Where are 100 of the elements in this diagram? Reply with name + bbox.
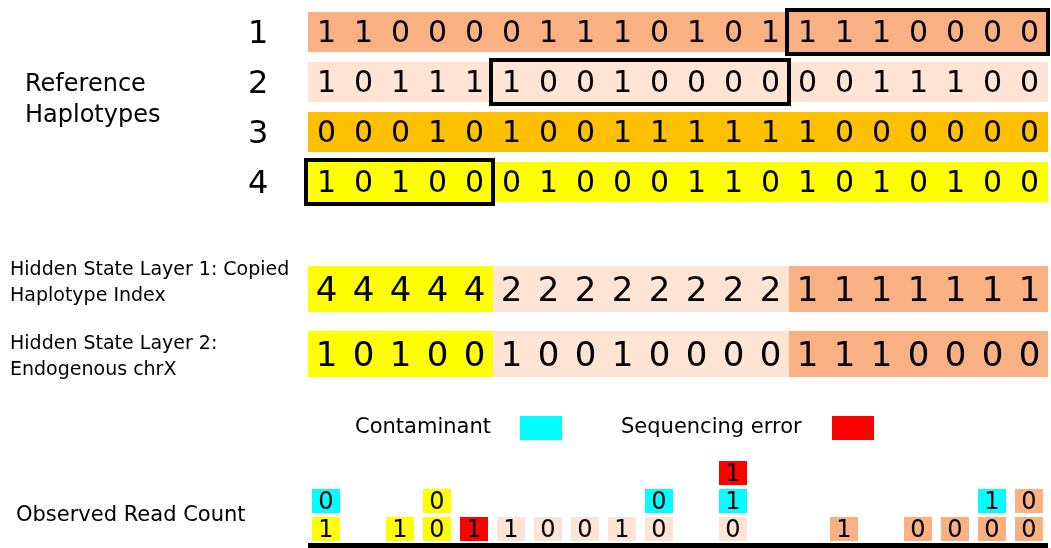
allele-cell: 1	[937, 162, 974, 202]
allele-cell: 1	[863, 162, 900, 202]
allele-cell: 0	[974, 62, 1011, 102]
haplotype-number: 4	[248, 166, 269, 198]
state-cell: 1	[308, 331, 345, 377]
read-allele-cell: 0	[1015, 517, 1043, 541]
allele-cell: 0	[678, 62, 715, 102]
state-cell: 0	[678, 331, 715, 377]
legend-label: Contaminant	[355, 416, 491, 437]
allele-cell: 0	[863, 112, 900, 152]
state-cell: 2	[530, 266, 567, 312]
allele-cell: 1	[715, 162, 752, 202]
state-cell: 4	[345, 266, 382, 312]
state-cell: 1	[863, 266, 900, 312]
allele-cell: 0	[900, 112, 937, 152]
read-allele-cell: 0	[978, 517, 1006, 541]
state-cell: 1	[382, 331, 419, 377]
haplotype-number: 2	[248, 66, 269, 98]
read-allele-cell: 0	[312, 489, 340, 513]
state-cell: 2	[641, 266, 678, 312]
allele-cell: 1	[826, 12, 863, 52]
row-heading: Hidden State Layer 1: Copied Haplotype Index	[10, 256, 291, 307]
allele-cell: 0	[345, 62, 382, 102]
allele-cell: 1	[678, 112, 715, 152]
allele-cell: 0	[419, 162, 456, 202]
allele-cell: 1	[678, 12, 715, 52]
allele-cell: 1	[419, 62, 456, 102]
allele-cell: 1	[789, 162, 826, 202]
allele-cell: 1	[493, 112, 530, 152]
state-cell: 2	[493, 266, 530, 312]
allele-cell: 1	[863, 62, 900, 102]
allele-cell: 0	[715, 62, 752, 102]
state-cell: 0	[974, 331, 1011, 377]
state-cell: 0	[715, 331, 752, 377]
allele-cell: 0	[567, 162, 604, 202]
allele-cell: 1	[715, 112, 752, 152]
allele-cell: 0	[752, 162, 789, 202]
legend-label: Sequencing error	[621, 416, 802, 437]
state-cell: 0	[567, 331, 604, 377]
allele-cell: 0	[1011, 112, 1048, 152]
state-cell: 0	[937, 331, 974, 377]
state-cell: 4	[308, 266, 345, 312]
read-allele-cell: 0	[423, 489, 451, 513]
allele-cell: 1	[937, 62, 974, 102]
state-cell: 0	[900, 331, 937, 377]
allele-cell: 0	[456, 12, 493, 52]
state-cell: 1	[493, 331, 530, 377]
allele-cell: 0	[345, 162, 382, 202]
read-allele-cell: 0	[423, 517, 451, 541]
state-cell: 4	[382, 266, 419, 312]
state-cell: 4	[456, 266, 493, 312]
read-allele-cell: 0	[904, 517, 932, 541]
allele-cell: 1	[530, 12, 567, 52]
allele-cell: 0	[715, 12, 752, 52]
allele-cell: 0	[1011, 62, 1048, 102]
allele-cell: 0	[530, 62, 567, 102]
read-allele-cell: 0	[534, 517, 562, 541]
state-cell: 1	[1011, 266, 1048, 312]
allele-cell: 1	[900, 62, 937, 102]
read-allele-cell: 1	[978, 489, 1006, 513]
allele-cell: 0	[826, 162, 863, 202]
read-allele-cell: 0	[1015, 489, 1043, 513]
state-cell: 1	[604, 331, 641, 377]
allele-cell: 0	[530, 112, 567, 152]
allele-cell: 0	[900, 162, 937, 202]
state-cell: 2	[678, 266, 715, 312]
allele-cell: 1	[604, 112, 641, 152]
allele-cell: 0	[974, 112, 1011, 152]
state-cell: 2	[715, 266, 752, 312]
state-cell: 0	[530, 331, 567, 377]
allele-cell: 0	[382, 12, 419, 52]
allele-cell: 1	[641, 112, 678, 152]
read-allele-cell: 1	[608, 517, 636, 541]
allele-cell: 0	[937, 112, 974, 152]
allele-cell: 0	[826, 112, 863, 152]
allele-cell: 0	[937, 12, 974, 52]
read-allele-cell: 1	[386, 517, 414, 541]
allele-cell: 0	[974, 12, 1011, 52]
allele-cell: 1	[567, 12, 604, 52]
allele-cell: 1	[308, 162, 345, 202]
allele-cell: 0	[641, 62, 678, 102]
allele-cell: 1	[308, 12, 345, 52]
allele-cell: 0	[567, 62, 604, 102]
allele-cell: 1	[345, 12, 382, 52]
allele-cell: 0	[1011, 162, 1048, 202]
read-allele-cell: 0	[645, 489, 673, 513]
haplotype-number: 3	[248, 116, 269, 148]
state-cell: 0	[456, 331, 493, 377]
allele-cell: 0	[456, 162, 493, 202]
allele-cell: 0	[641, 162, 678, 202]
state-cell: 1	[937, 266, 974, 312]
allele-cell: 1	[604, 62, 641, 102]
state-cell: 1	[826, 331, 863, 377]
allele-cell: 1	[752, 112, 789, 152]
allele-cell: 1	[530, 162, 567, 202]
read-allele-cell: 1	[460, 517, 488, 541]
allele-cell: 0	[493, 162, 530, 202]
allele-cell: 0	[382, 112, 419, 152]
allele-cell: 1	[382, 62, 419, 102]
row-heading: Reference Haplotypes	[25, 68, 162, 131]
